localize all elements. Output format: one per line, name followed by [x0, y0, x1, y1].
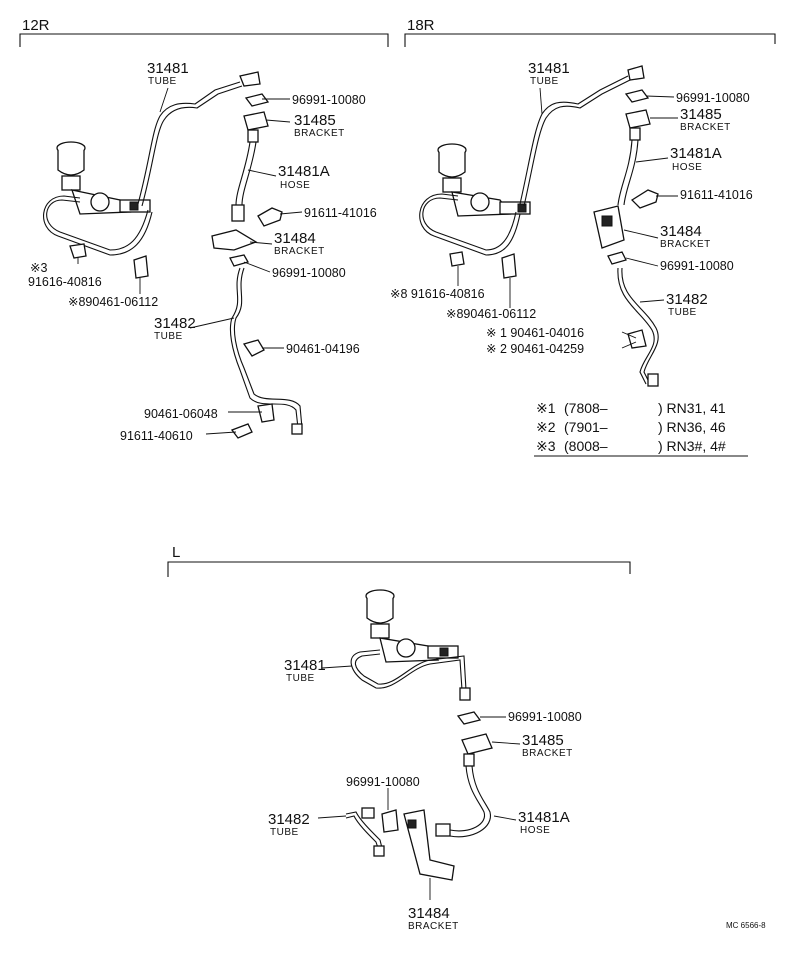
part-31485-name: BRACKET: [522, 748, 573, 759]
note-3-range: (8008–: [564, 438, 608, 454]
drawing-l: [345, 589, 493, 881]
part-31482-name: TUBE: [668, 307, 697, 318]
part-31485-name: BRACKET: [294, 128, 345, 139]
part-96991-10080-top: 96991-10080: [292, 93, 366, 107]
leaders-l: [317, 665, 521, 900]
part-31482-number: 31482: [268, 811, 310, 828]
part-31481-name: TUBE: [530, 76, 559, 87]
part-31481-name: TUBE: [286, 673, 315, 684]
applicability-notes: ※1 (7808– ) RN31, 41 ※2 (7901– ) RN36, 4…: [534, 400, 748, 457]
part-31484-number: 31484: [408, 905, 450, 922]
part-31485-number: 31485: [680, 106, 722, 123]
part-91611-40610: 91611-40610: [120, 429, 193, 443]
section-l-label: L: [172, 544, 180, 561]
section-l-header: L: [167, 544, 631, 577]
part-96991-10080-mid: 96991-10080: [660, 259, 734, 273]
part-90461-06112: ※890461-06112: [446, 307, 536, 321]
part-96991-10080-top: 96991-10080: [508, 710, 582, 724]
note-1-range: (7808–: [564, 400, 608, 416]
part-31481-number: 31481: [147, 60, 189, 77]
part-31484-name: BRACKET: [408, 921, 459, 932]
drawing-code: MC 6566-8: [726, 921, 766, 930]
part-31481a-name: HOSE: [520, 825, 550, 836]
part-31481a-name: HOSE: [672, 162, 702, 173]
part-90461-06112: ※890461-06112: [68, 295, 158, 309]
note-3-models: ) RN3#, 4#: [658, 438, 726, 454]
master-cylinder-icon: [56, 141, 151, 215]
part-31481a-name: HOSE: [280, 180, 310, 191]
part-96991-10080-mid: 96991-10080: [272, 266, 346, 280]
part-31485-number: 31485: [522, 732, 564, 749]
part-91616-40816: ※8 91616-40816: [390, 287, 485, 301]
master-cylinder-icon: [437, 143, 531, 217]
leaders-18r: [457, 87, 678, 349]
part-31482-number: 31482: [666, 291, 708, 308]
note-2-mark: ※2: [536, 419, 556, 435]
labels-18r: 31481 TUBE 96991-10080 31485 BRACKET 314…: [390, 60, 753, 356]
part-31481a-number: 31481A: [518, 809, 570, 826]
section-18r-label: 18R: [407, 17, 435, 34]
part-90461-04016: ※ 1 90461-04016: [486, 326, 584, 340]
part-90461-04259: ※ 2 90461-04259: [486, 342, 584, 356]
part-31485-name: BRACKET: [680, 122, 731, 133]
part-31481-number: 31481: [284, 657, 326, 674]
note-mark-3: ※3: [30, 261, 47, 275]
section-18r-header: 18R: [404, 17, 776, 47]
note-3-mark: ※3: [536, 438, 556, 454]
part-31481-number: 31481: [528, 60, 570, 77]
labels-l: 31481 TUBE 96991-10080 31485 BRACKET 969…: [268, 657, 582, 932]
note-2-range: (7901–: [564, 419, 608, 435]
leaders-12r: [77, 87, 303, 435]
part-96991-10080-mid: 96991-10080: [346, 775, 420, 789]
part-31481-name: TUBE: [148, 76, 177, 87]
labels-12r: 31481 TUBE 96991-10080 31485 BRACKET 314…: [28, 60, 377, 443]
part-91611-41016: 91611-41016: [680, 188, 753, 202]
part-31484-name: BRACKET: [660, 239, 711, 250]
part-31481a-number: 31481A: [670, 145, 722, 162]
part-31482-name: TUBE: [154, 331, 183, 342]
part-31484-number: 31484: [660, 223, 702, 240]
part-31482-name: TUBE: [270, 827, 299, 838]
note-1-mark: ※1: [536, 400, 556, 416]
part-31485-number: 31485: [294, 112, 336, 129]
part-31484-name: BRACKET: [274, 246, 325, 257]
section-12r-header: 12R: [19, 17, 389, 47]
part-91616-40816: 91616-40816: [28, 275, 102, 289]
part-31481a-number: 31481A: [278, 163, 330, 180]
section-12r-label: 12R: [22, 17, 50, 34]
note-1-models: ) RN31, 41: [658, 400, 726, 416]
part-96991-10080-top: 96991-10080: [676, 91, 750, 105]
note-2-models: ) RN36, 46: [658, 419, 726, 435]
part-31484-number: 31484: [274, 230, 316, 247]
part-90461-04196: 90461-04196: [286, 342, 360, 356]
drawing-12r: [43, 71, 303, 439]
part-31482-number: 31482: [154, 315, 196, 332]
master-cylinder-icon: [365, 589, 459, 663]
drawing-18r: [419, 65, 659, 387]
part-90461-06048: 90461-06048: [144, 407, 218, 421]
part-91611-41016: 91611-41016: [304, 206, 377, 220]
